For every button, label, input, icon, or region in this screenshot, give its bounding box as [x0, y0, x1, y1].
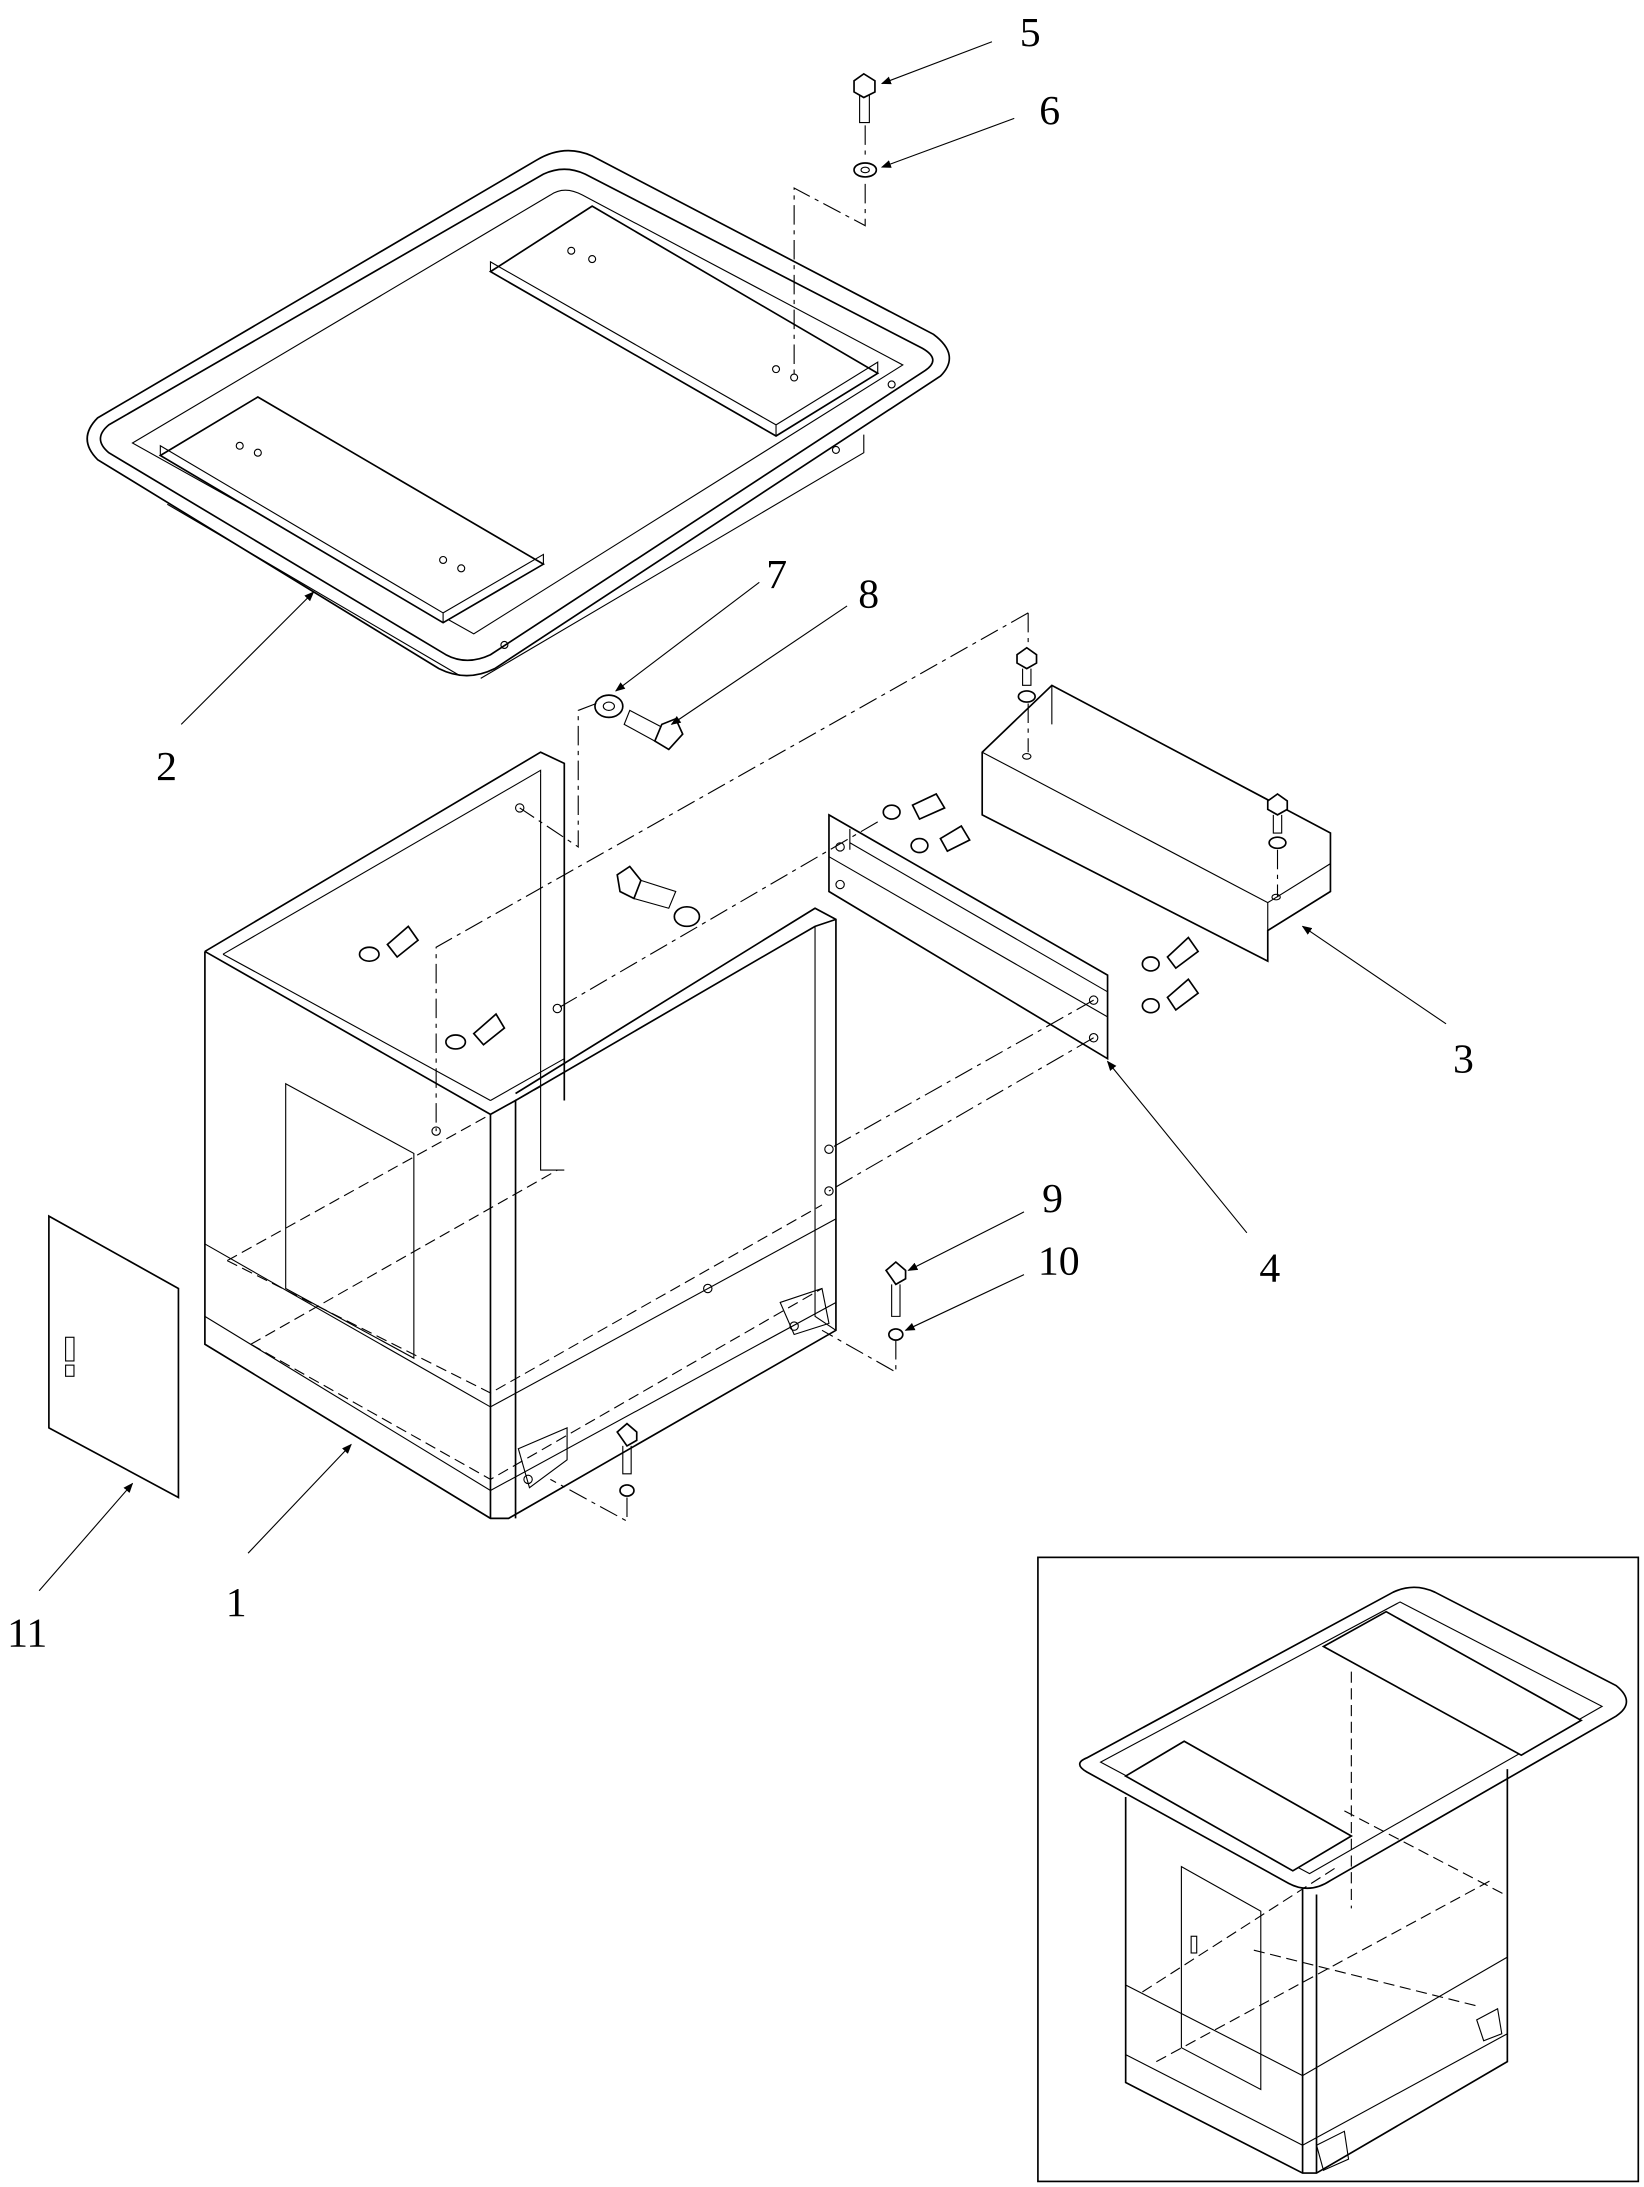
- label-3: 3: [1453, 1037, 1474, 1083]
- assembly-lines: [435, 612, 1279, 1523]
- label-5: 5: [1020, 10, 1041, 56]
- side-bracket-part: [828, 813, 1109, 1061]
- label-11: 11: [7, 1611, 47, 1657]
- washer-top-part: [853, 162, 878, 178]
- label-2: 2: [156, 744, 177, 790]
- label-1: 1: [226, 1580, 247, 1626]
- label-8: 8: [858, 571, 879, 617]
- tray-top-part: [86, 149, 951, 679]
- label-9: 9: [1042, 1176, 1063, 1222]
- label-10: 10: [1038, 1239, 1080, 1285]
- label-6: 6: [1039, 88, 1060, 134]
- upper-bracket-part: [981, 684, 1332, 963]
- label-4: 4: [1259, 1246, 1280, 1292]
- door-panel-part: [48, 1214, 180, 1499]
- fasteners: [358, 646, 1289, 1497]
- leader-lines: [38, 41, 1447, 1592]
- assembled-inset-view: [1037, 1556, 1640, 2183]
- bolt-top-part: [853, 72, 876, 124]
- box-body-part: [204, 751, 837, 1520]
- label-7: 7: [766, 552, 787, 598]
